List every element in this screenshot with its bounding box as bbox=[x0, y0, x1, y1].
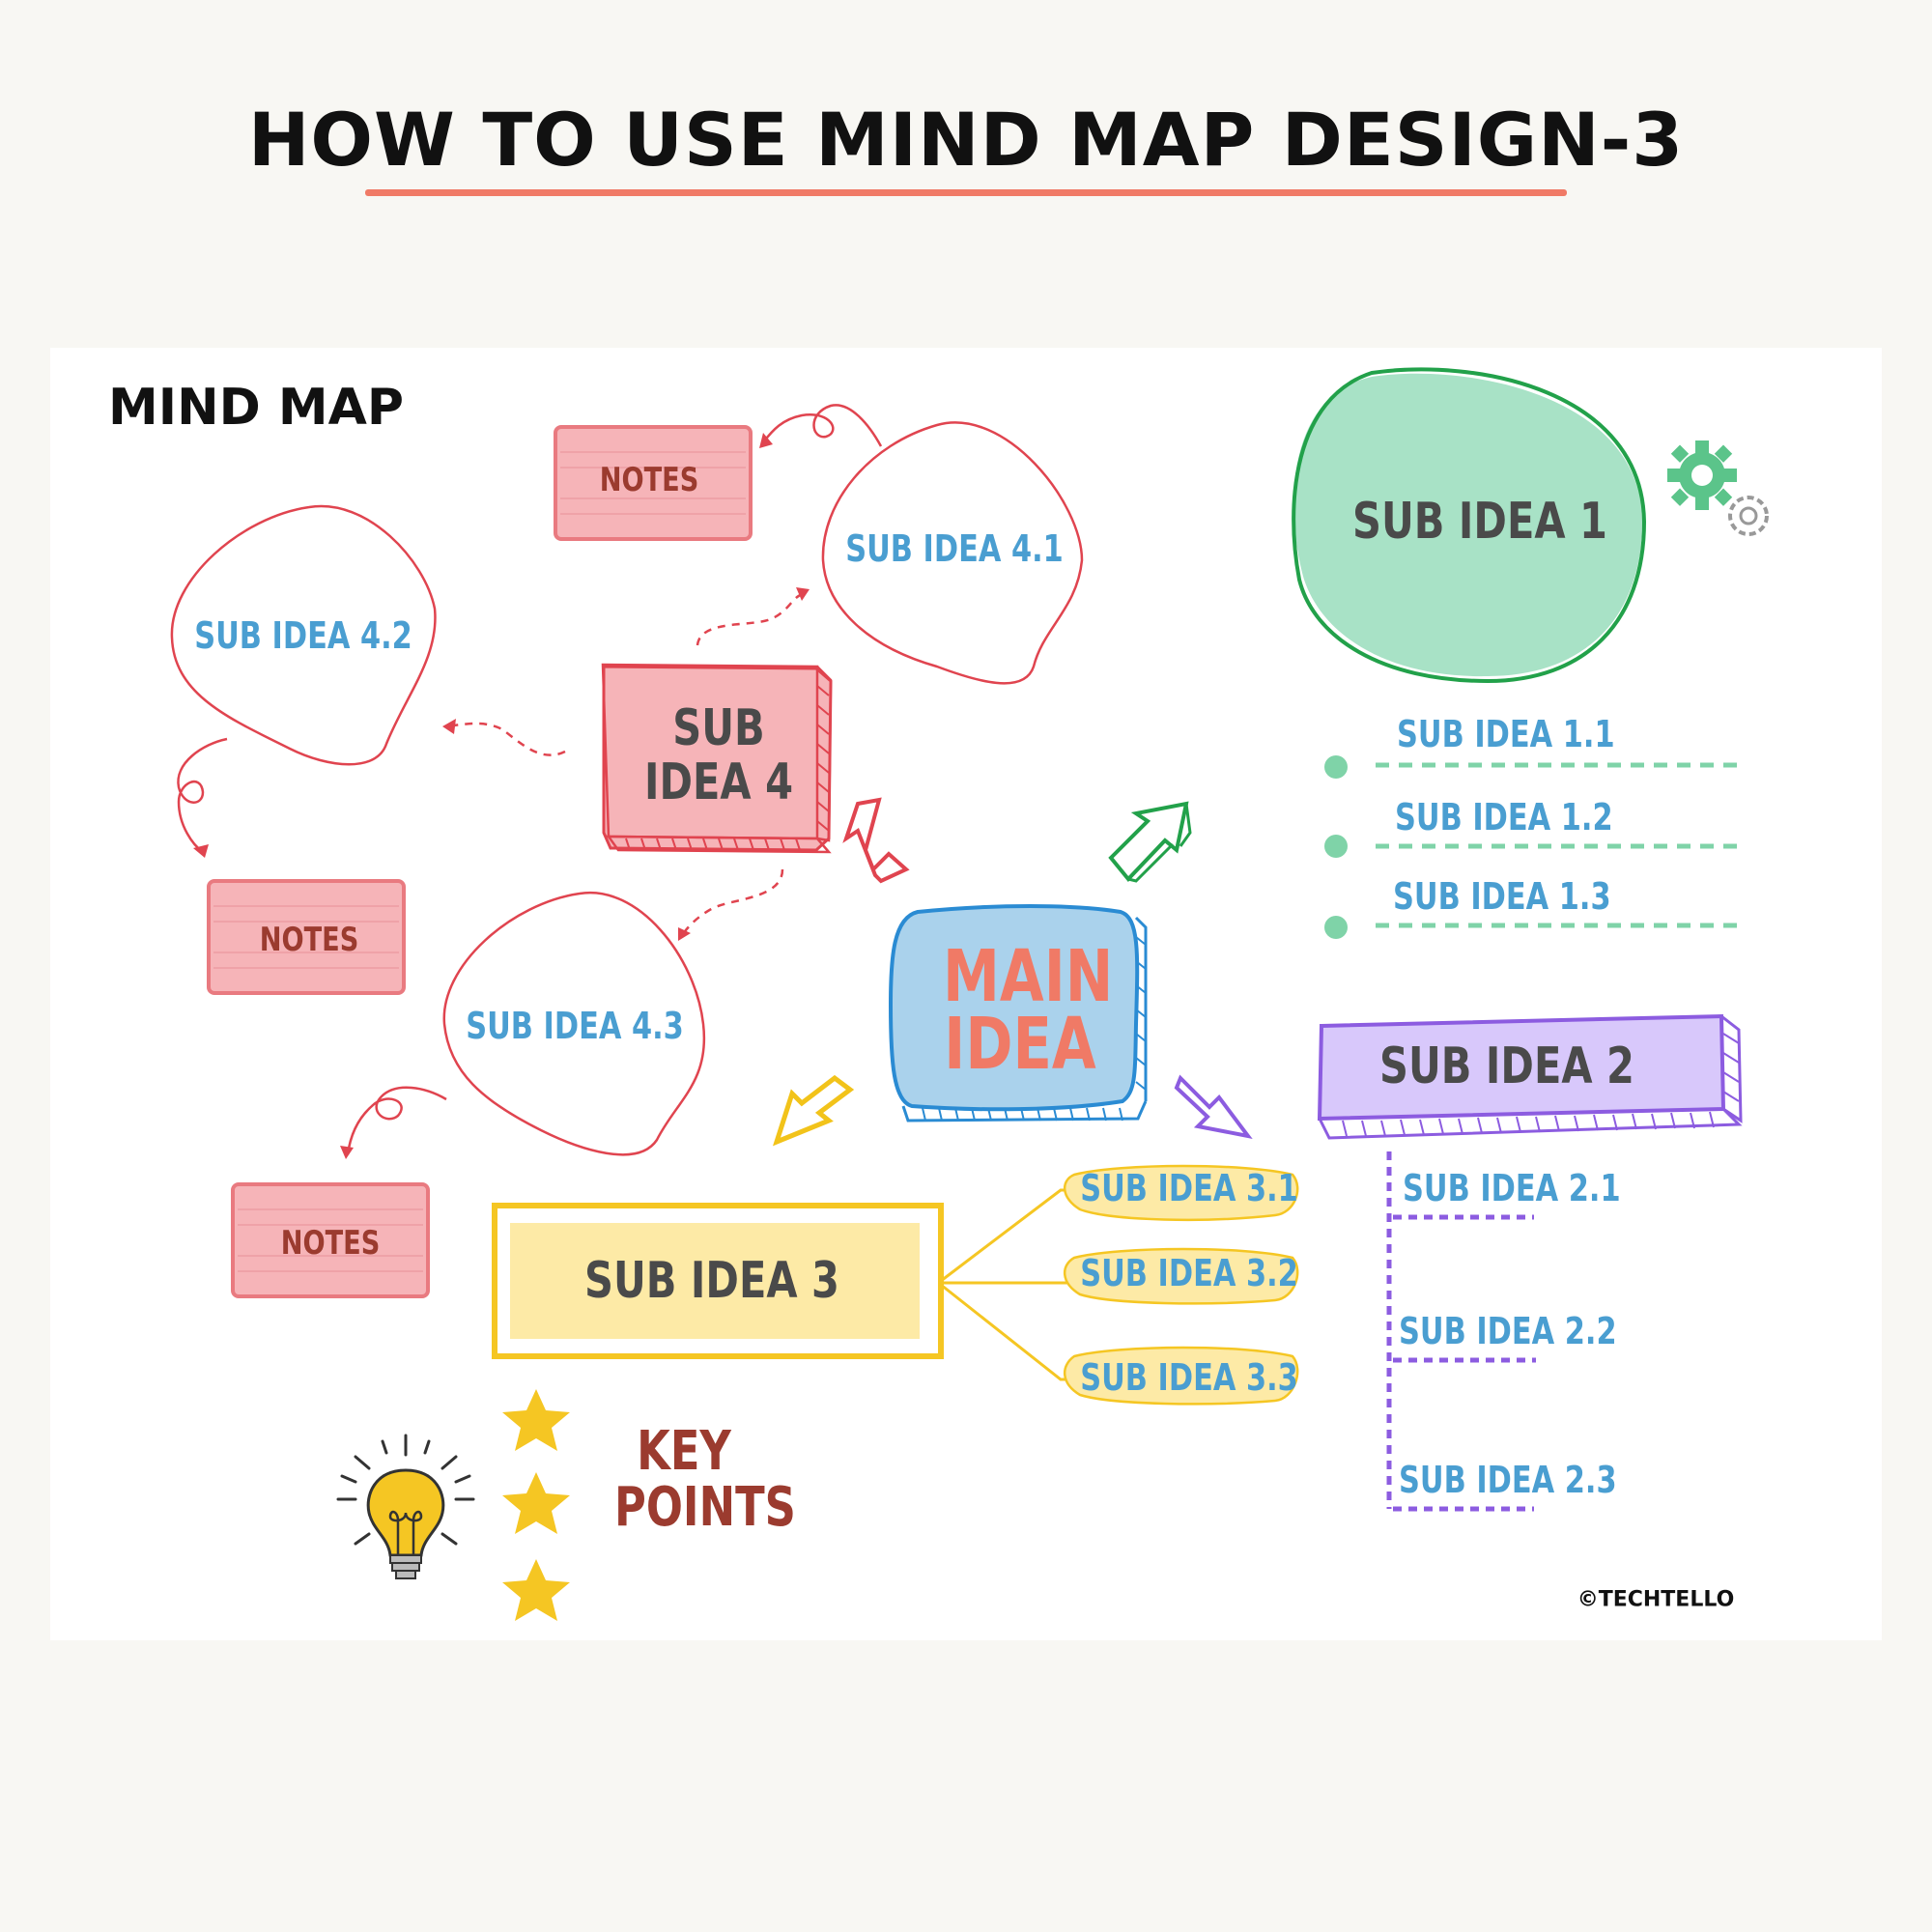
sub-idea-4-1-label: SUB IDEA 4.1 bbox=[845, 527, 1064, 570]
main-idea-label: MAIN IDEA bbox=[943, 935, 1114, 1086]
notes-label: NOTES bbox=[259, 921, 359, 959]
key-points-label: KEY POINTS bbox=[614, 1420, 796, 1539]
sub-idea-1-1-label: SUB IDEA 1.1 bbox=[1397, 713, 1615, 755]
sub-idea-4-1-blob bbox=[821, 421, 1084, 685]
copyright-label: ©TECHTELLO bbox=[1577, 1587, 1735, 1612]
arrow-to-sub-idea-3 bbox=[772, 1074, 855, 1147]
sub-idea-3-2-label: SUB IDEA 3.2 bbox=[1080, 1252, 1298, 1294]
sub-idea-4-box bbox=[601, 663, 833, 854]
page-title: HOW TO USE MIND MAP DESIGN-3 bbox=[247, 97, 1685, 183]
star-icon bbox=[502, 1559, 570, 1621]
sub-idea-2-label: SUB IDEA 2 bbox=[1379, 1037, 1634, 1095]
main-idea-box bbox=[888, 904, 1148, 1122]
notes-card-1 bbox=[554, 425, 753, 541]
sub-idea-3-1-label: SUB IDEA 3.1 bbox=[1080, 1167, 1298, 1209]
sub-idea-4-2-label: SUB IDEA 4.2 bbox=[194, 614, 412, 657]
sub-idea-1-children-lines bbox=[1324, 755, 1739, 939]
arrow-to-sub-idea-1 bbox=[1108, 801, 1192, 883]
sub-idea-4-connectors bbox=[445, 591, 809, 936]
lightbulb-icon bbox=[336, 1434, 475, 1579]
sub-idea-3-highlights bbox=[1064, 1164, 1299, 1406]
star-icon bbox=[502, 1389, 570, 1451]
sub-idea-1-2-label: SUB IDEA 1.2 bbox=[1395, 796, 1613, 838]
gear-icon bbox=[1667, 440, 1769, 536]
sub-idea-4-2-blob bbox=[170, 504, 437, 766]
notes-card-3 bbox=[231, 1182, 430, 1298]
sub-idea-2-1-label: SUB IDEA 2.1 bbox=[1403, 1167, 1621, 1209]
sub-idea-2-3-label: SUB IDEA 2.3 bbox=[1399, 1459, 1617, 1501]
sub-idea-3-branch-lines bbox=[940, 1188, 1074, 1381]
sub-idea-2-tree-lines bbox=[1386, 1151, 1536, 1512]
sub-idea-1-blob bbox=[1292, 367, 1647, 684]
sub-idea-3-3-label: SUB IDEA 3.3 bbox=[1080, 1356, 1298, 1399]
sub-idea-2-2-label: SUB IDEA 2.2 bbox=[1399, 1310, 1617, 1352]
sub-idea-3-box bbox=[492, 1203, 944, 1359]
notes-card-2 bbox=[207, 879, 406, 995]
arrow-to-sub-idea-2 bbox=[1174, 1074, 1253, 1139]
title-underline bbox=[365, 189, 1567, 196]
sub-idea-1-label: SUB IDEA 1 bbox=[1352, 493, 1607, 551]
sub-idea-1-3-label: SUB IDEA 1.3 bbox=[1393, 875, 1611, 918]
connector-arrowheads bbox=[442, 587, 810, 941]
notes-curly-arrows bbox=[177, 404, 883, 1155]
sub-idea-3-label: SUB IDEA 3 bbox=[584, 1252, 839, 1310]
sub-idea-4-3-label: SUB IDEA 4.3 bbox=[466, 1005, 684, 1047]
canvas-heading: MIND MAP bbox=[108, 379, 404, 437]
arrow-to-sub-idea-4 bbox=[842, 797, 910, 884]
sub-idea-4-label: SUB IDEA 4 bbox=[643, 699, 794, 811]
sub-idea-2-box bbox=[1317, 1013, 1743, 1140]
star-icon bbox=[502, 1472, 570, 1534]
notes-label: NOTES bbox=[280, 1224, 381, 1263]
sub-idea-4-3-blob bbox=[442, 891, 706, 1156]
notes-label: NOTES bbox=[599, 461, 699, 499]
